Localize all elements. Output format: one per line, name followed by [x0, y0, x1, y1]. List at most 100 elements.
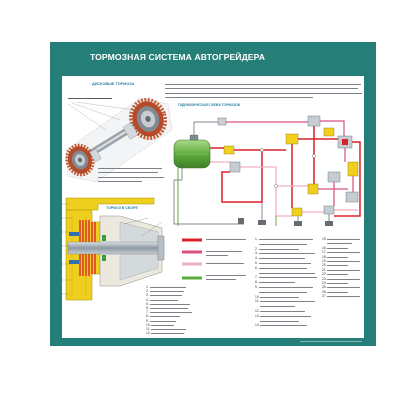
list-item-number: 3. — [255, 251, 258, 256]
list-item-number: 26. — [322, 289, 327, 294]
valve-e — [347, 161, 359, 177]
valve-i — [291, 207, 303, 217]
brake-disc-stack-lower — [79, 254, 96, 276]
list-item-number: 20. — [322, 263, 327, 268]
list-item-text-line — [259, 282, 295, 284]
list-item-text-line — [259, 263, 311, 265]
list-item-number: 18. — [322, 254, 327, 259]
list-item-number: 6. — [146, 305, 149, 310]
list-item-number: 9. — [146, 318, 149, 323]
oil-tank-cap — [189, 134, 199, 141]
list-item-text-line — [260, 301, 315, 303]
list-item-text-line — [150, 308, 188, 310]
valve-h — [345, 191, 359, 203]
wheel-description-line — [98, 168, 162, 170]
list-item-text-line — [327, 252, 360, 254]
list-item-text-line — [260, 325, 307, 327]
list-item-number: 13. — [255, 313, 260, 318]
junction-3 — [274, 184, 278, 188]
actuator-2 — [258, 220, 266, 225]
intro-paragraph-line — [165, 92, 362, 94]
list-item-number: 8. — [146, 314, 149, 319]
list-item-text-line — [327, 291, 348, 293]
pipe-gray-supply — [173, 121, 330, 226]
list-item-text-line — [151, 333, 184, 335]
list-item-text-line — [327, 278, 360, 280]
list-item-text-line — [259, 239, 313, 241]
list-item-number: 7. — [146, 310, 149, 315]
list-item-number: 27. — [322, 294, 327, 299]
hydraulic-scheme-heading: ГИДРАВЛИЧЕСКАЯ СХЕМА ТОРМОЗОВ — [178, 103, 240, 107]
actuator-3 — [294, 221, 302, 226]
disc-brake-axle-illustration — [65, 97, 173, 183]
poster-footer-line — [300, 340, 362, 342]
junction-1 — [260, 148, 264, 152]
list-item-text-line — [259, 248, 299, 250]
piston-lower — [69, 260, 79, 264]
seal-lower — [102, 255, 106, 261]
list-item-number: 11. — [255, 299, 260, 304]
list-item-number: 19. — [322, 258, 327, 263]
list-item-text-line — [327, 247, 348, 249]
list-item-number: 1. — [255, 236, 258, 241]
list-item-number: 4. — [255, 256, 258, 261]
list-item-text-line — [259, 277, 317, 279]
list-item-number: 24. — [322, 280, 327, 285]
valve-g — [307, 183, 319, 195]
wheel-description-line — [98, 172, 158, 174]
valve-f — [327, 171, 341, 183]
valve-j — [323, 205, 335, 215]
list-item-text-line — [327, 265, 348, 267]
list-item-number: 4. — [146, 297, 149, 302]
list-item-text-line — [150, 303, 190, 305]
list-item-number: 16. — [322, 245, 327, 250]
pipe-red-high-pressure — [210, 126, 361, 217]
list-item-text-line — [260, 306, 295, 308]
list-item-text-line — [327, 287, 360, 289]
intro-paragraph-line — [165, 88, 358, 90]
intro-paragraph-line — [165, 97, 313, 99]
list-item-number: 1. — [146, 284, 149, 289]
list-item-text-line — [327, 239, 360, 241]
list-item-text-line — [150, 299, 178, 301]
list-item-number: 22. — [322, 272, 327, 277]
actuator-4 — [325, 221, 333, 226]
list-item-number: 23. — [322, 276, 327, 281]
axle-shaft — [67, 241, 165, 255]
list-item-number: 2. — [146, 289, 149, 294]
list-item-number: 12. — [255, 308, 260, 313]
list-item-number: 3. — [146, 293, 149, 298]
accumulator-valve — [229, 161, 241, 173]
right-brake-caliper — [122, 122, 139, 140]
actuator-1 — [238, 218, 244, 224]
list-item-text-line — [150, 316, 180, 318]
list-item-text-line — [327, 274, 348, 276]
list-item-number: 2. — [255, 246, 258, 251]
brake-disc-stack-upper — [79, 220, 96, 242]
right-brake-disc-teeth — [128, 97, 168, 141]
assembly-leader-lines — [62, 203, 163, 295]
legend-label-line — [206, 255, 228, 257]
pipe-light-pink — [210, 161, 358, 217]
list-item-number: 10. — [255, 294, 260, 299]
valve-a — [285, 133, 299, 145]
list-item-number: 5. — [255, 260, 258, 265]
list-item-text-line — [259, 267, 307, 269]
list-item-text-line — [259, 272, 315, 274]
left-brake-disc — [65, 143, 95, 177]
list-item-text-line — [150, 320, 176, 322]
list-item-number: 12. — [146, 331, 151, 336]
right-hub-center — [145, 116, 151, 122]
list-item-text-line — [150, 295, 182, 297]
pipe-magenta — [226, 120, 354, 206]
wheel-mechanism-caption — [68, 98, 112, 100]
filter-unit — [217, 117, 227, 126]
list-item-text-line — [327, 283, 348, 285]
pipe-legend — [182, 238, 202, 280]
list-item-number: 15. — [322, 236, 327, 241]
list-item-number: 8. — [255, 280, 258, 285]
valve-b — [307, 115, 321, 127]
list-item-text-line — [327, 243, 352, 245]
left-hub-center — [77, 157, 83, 163]
brake-assembly-cross-section — [62, 197, 165, 301]
